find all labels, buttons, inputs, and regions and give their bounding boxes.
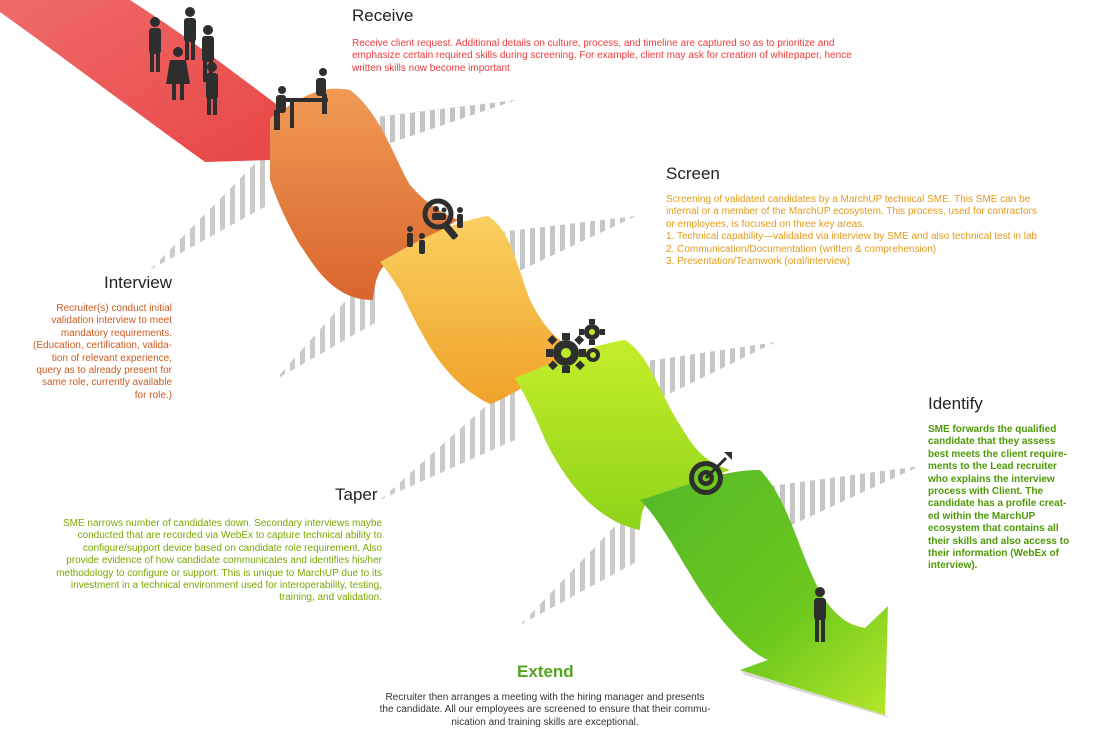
- screen-line: 1. Technical capability—validated via in…: [666, 231, 1038, 243]
- interview-description: Recruiter(s) conduct initial validation …: [20, 303, 172, 402]
- receive-line: written skills now become important: [352, 62, 510, 74]
- identify-title: Identify: [928, 394, 983, 413]
- person-icon: [814, 587, 826, 642]
- step-screen: Screen Screening of validated candidates…: [666, 164, 1086, 268]
- receive-line: Receive client request. Additional detai…: [352, 38, 835, 49]
- screen-line: 2. Communication/Documentation (written …: [666, 243, 937, 255]
- interview-line: tion of relevant experience,: [51, 352, 172, 364]
- identify-line: best meets the client require-: [928, 448, 1067, 460]
- extend-title: Extend: [517, 662, 574, 681]
- interview-line: for role.): [134, 389, 172, 401]
- identify-line: SME forwards the qualified: [928, 424, 1057, 435]
- step-extend: Extend: [517, 662, 617, 682]
- identify-line: ments to the Lead recruiter: [928, 461, 1057, 473]
- wedge-lime-left: [380, 380, 515, 500]
- step-identify: Identify SME forwards the qualified cand…: [928, 394, 1088, 573]
- extend-line: the candidate. All our employees are scr…: [379, 704, 711, 716]
- wedge-green-left: [520, 500, 640, 625]
- screen-title: Screen: [666, 164, 720, 183]
- identify-line: ed within the MarchUP: [928, 510, 1036, 522]
- taper-line: investment in a technical environment us…: [70, 580, 382, 592]
- taper-line: conducted that are recorded via WebEx to…: [77, 530, 382, 542]
- interview-line: mandatory requirements.: [60, 327, 172, 339]
- step-receive: Receive Receive client request. Addition…: [352, 6, 912, 75]
- wedge-identify: [770, 466, 920, 535]
- process-ribbon: [0, 0, 890, 718]
- identify-line: interview).: [928, 560, 978, 572]
- screen-description: Screening of validated candidates by a M…: [666, 194, 1086, 268]
- interview-line: Recruiter(s) conduct initial: [56, 303, 172, 314]
- screen-line: 3. Presentation/Teamwork (oral/interview…: [666, 256, 850, 268]
- identify-line: process with Client. The: [928, 486, 1044, 498]
- search-people-icon: [407, 198, 463, 254]
- interview-line: same role, currently available: [41, 377, 172, 389]
- identify-line: their information (WebEx of: [928, 548, 1059, 560]
- ribbon-receive: [0, 0, 295, 162]
- screen-line: Screening of validated candidates by a M…: [666, 194, 1031, 205]
- taper-line: training, and validation.: [279, 592, 382, 604]
- step-interview: Interview Recruiter(s) conduct initial v…: [20, 273, 172, 402]
- identify-description: SME forwards the qualified candidate tha…: [928, 424, 1088, 573]
- interview-line: (Education, certification, valida-: [33, 340, 172, 352]
- extend-line: nication and training skills are excepti…: [451, 716, 639, 728]
- target-icon: [689, 452, 732, 495]
- taper-title: Taper: [335, 485, 378, 504]
- interview-title: Interview: [103, 273, 172, 292]
- extend-description: Recruiter then arranges a meeting with t…: [335, 692, 755, 729]
- identify-line: ecosystem that contains all: [928, 523, 1059, 535]
- wedge-screen: [500, 216, 636, 280]
- screen-line: internal or a member of the MarchUP ecos…: [666, 206, 1037, 218]
- people-meeting-icon: [149, 7, 328, 130]
- screen-line: or employees, is focused on three key ar…: [666, 218, 865, 230]
- identify-line: their skills and also access to: [928, 535, 1070, 547]
- ribbon-taper: [515, 340, 730, 530]
- wedge-receive-stripes: [370, 100, 516, 150]
- receive-title: Receive: [352, 6, 414, 25]
- identify-line: candidate that they assess: [928, 436, 1056, 448]
- interview-line: query as to already present for: [36, 365, 172, 377]
- identify-line: candidate has a profile creat-: [928, 498, 1067, 510]
- taper-line: configure/support device based on candid…: [82, 542, 382, 554]
- wedge-interview: [640, 342, 776, 408]
- wedge-shadows: [150, 100, 920, 625]
- extend-line: Recruiter then arranges a meeting with t…: [385, 692, 705, 703]
- taper-line: methodology to configure or support. Thi…: [56, 567, 382, 579]
- gears-icon: [546, 319, 605, 373]
- identify-line: who explains the interview: [928, 473, 1055, 485]
- wedge-orange-left: [150, 150, 268, 270]
- arrow-shadow: [740, 670, 890, 718]
- taper-line: SME narrows number of candidates down. S…: [62, 518, 382, 529]
- receive-line: emphasize certain required skills during…: [352, 50, 852, 62]
- taper-description: SME narrows number of candidates down. S…: [20, 518, 382, 605]
- taper-line: provide evidence of how candidate commun…: [66, 555, 382, 567]
- ribbon-identify: [640, 470, 888, 715]
- receive-description: Receive client request. Additional detai…: [352, 38, 912, 75]
- interview-line: validation interview to meet: [51, 315, 172, 327]
- step-taper: Taper: [335, 485, 435, 505]
- ribbon-screen: [380, 216, 585, 404]
